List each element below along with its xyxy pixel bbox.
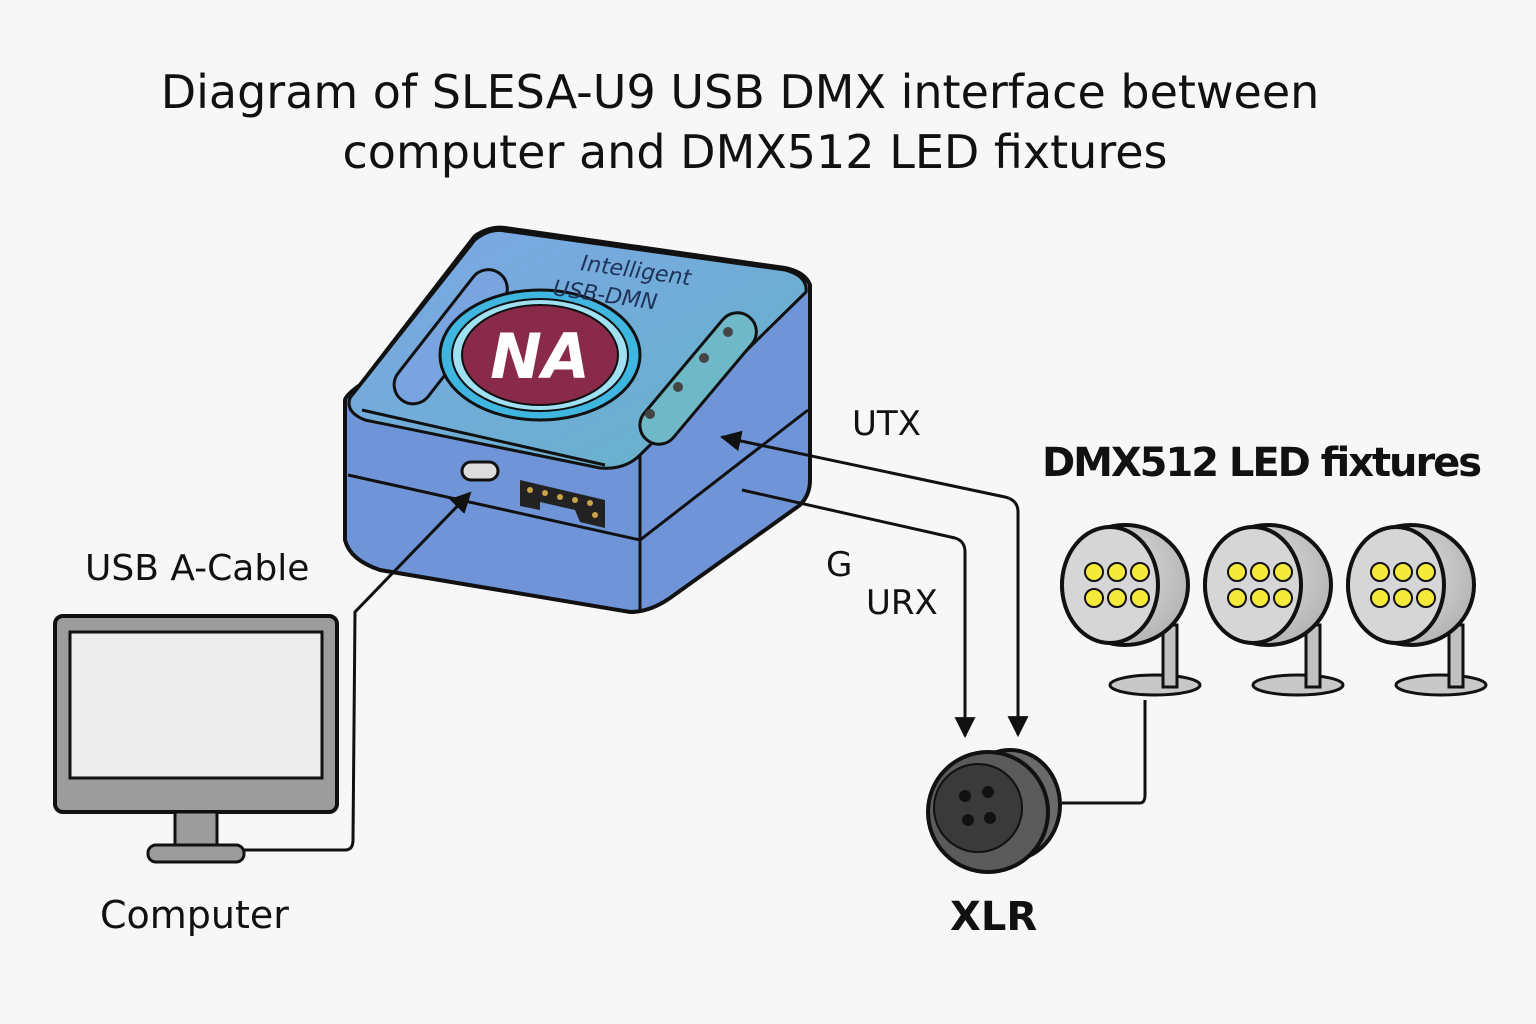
logo-badge (461, 304, 619, 406)
led (1273, 562, 1293, 582)
monitor-stand (146, 843, 246, 864)
title-line-2: computer and DMX512 LED fixtures (343, 125, 1168, 179)
led-fixtures (1060, 523, 1488, 697)
xlr-connector (926, 748, 1062, 874)
fixture-base (1251, 673, 1345, 697)
led (1273, 588, 1293, 608)
led (1227, 562, 1247, 582)
utx-line (719, 430, 1020, 735)
led (1084, 562, 1104, 582)
led (1107, 562, 1127, 582)
led (1130, 588, 1150, 608)
fixture-stem (1161, 623, 1179, 689)
usb-dmx-interface: NA Intelligent USB-DMN (343, 225, 812, 615)
fixture-face (1346, 525, 1446, 645)
xlr-label: XLR (950, 894, 1037, 940)
fixture-base (1108, 673, 1202, 697)
pin-header (520, 480, 605, 528)
fixture-stem (1447, 623, 1465, 689)
dmx-cable (1062, 700, 1147, 805)
led (1416, 588, 1436, 608)
led (1393, 562, 1413, 582)
led (1416, 562, 1436, 582)
logo-text: NA (490, 320, 590, 393)
fixture-stem (1304, 623, 1322, 689)
title-line-1: Diagram of SLESA-U9 USB DMX interface be… (161, 65, 1320, 119)
fixture-face (1203, 525, 1303, 645)
led-fixture (1346, 523, 1488, 697)
led (1370, 588, 1390, 608)
led (1393, 588, 1413, 608)
led-fixture (1060, 523, 1202, 697)
monitor-screen (68, 630, 324, 780)
led (1370, 562, 1390, 582)
led (1107, 588, 1127, 608)
computer-monitor (53, 614, 339, 864)
computer-label: Computer (100, 893, 289, 937)
led (1130, 562, 1150, 582)
fixture-face (1060, 525, 1160, 645)
urx-line (741, 488, 976, 739)
led-fixture (1203, 523, 1345, 697)
urx-label: URX (866, 583, 938, 623)
utx-label: UTX (852, 404, 921, 444)
usb-cable-label: USB A-Cable (85, 548, 309, 589)
fixture-base (1394, 673, 1488, 697)
usb-cable (244, 491, 472, 852)
led (1250, 588, 1270, 608)
fixtures-label: DMX512 LED fixtures (1042, 440, 1482, 486)
led (1084, 588, 1104, 608)
usb-c-port (460, 460, 500, 482)
g-label: G (826, 545, 852, 585)
led (1227, 588, 1247, 608)
led (1250, 562, 1270, 582)
